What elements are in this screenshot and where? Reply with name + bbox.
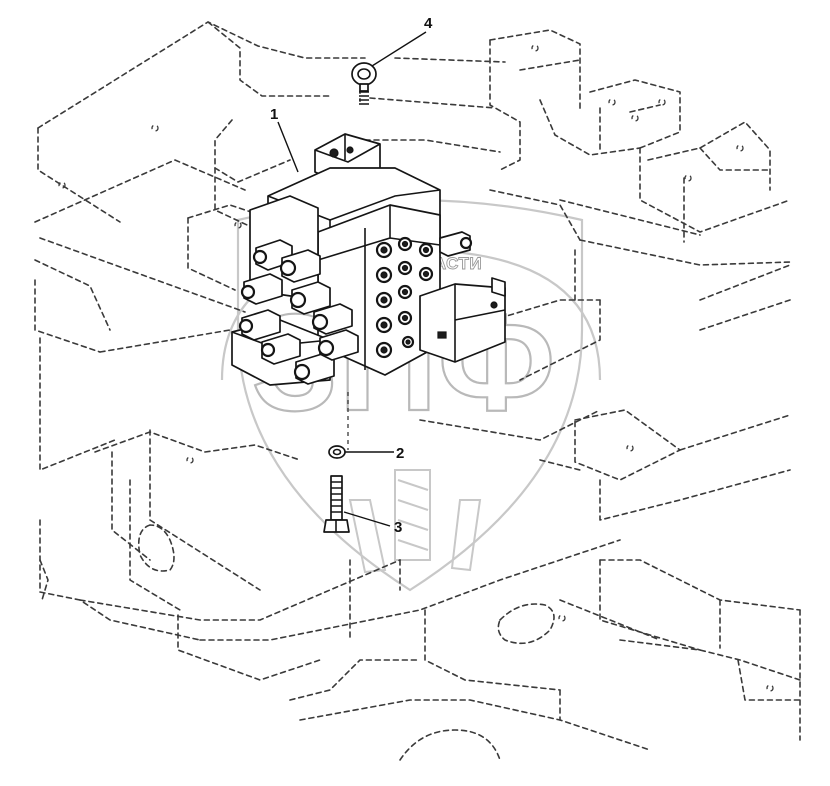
control-valve-block-part[interactable] xyxy=(231,133,506,386)
callout-2: 2 xyxy=(345,445,404,462)
washer-part[interactable] xyxy=(328,445,346,459)
frame-context xyxy=(34,21,801,761)
callout-2-label: 2 xyxy=(396,445,404,462)
bolt-part[interactable] xyxy=(323,475,350,533)
valve-fittings xyxy=(238,239,359,385)
callout-1: 1 xyxy=(270,106,299,173)
callout-1-label: 1 xyxy=(270,106,278,123)
watermark-bolts xyxy=(348,469,482,574)
callout-3: 3 xyxy=(343,511,402,536)
callout-3-label: 3 xyxy=(394,519,402,536)
callout-4-label: 4 xyxy=(424,15,433,32)
eye-bolt-part[interactable] xyxy=(351,62,377,105)
valve-ports xyxy=(375,236,434,359)
callout-4: 4 xyxy=(371,15,433,67)
